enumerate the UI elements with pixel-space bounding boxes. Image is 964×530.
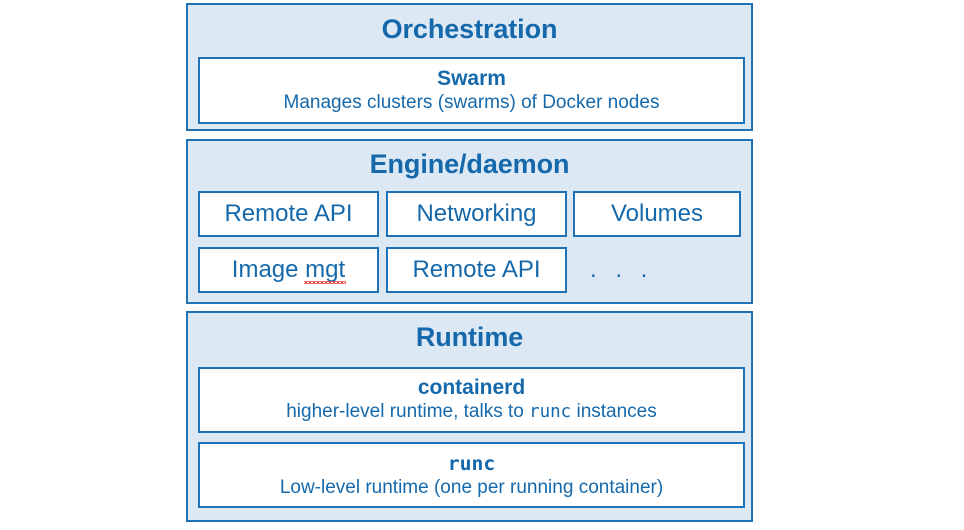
panel-title-runtime: Runtime — [415, 322, 524, 352]
tile-remote-api-top-label: Remote API — [224, 200, 353, 227]
tile-ellipsis: . . . — [590, 256, 654, 283]
docker-architecture-diagram: Orchestration Swarm Manages clusters (sw… — [186, 0, 753, 530]
panel-runtime: Runtime containerd higher-level runtime,… — [186, 311, 753, 522]
tile-volumes: Volumes — [573, 191, 741, 237]
box-swarm-description: Manages clusters (swarms) of Docker node… — [283, 92, 660, 113]
tile-image-mgt: Image mgt — [198, 247, 379, 293]
box-runc-title-literal: runc — [447, 451, 496, 475]
box-containerd-description-after: instances — [571, 401, 657, 422]
tile-remote-api-bottom: Remote API — [386, 247, 567, 293]
tile-image-mgt-label: Image mgt — [231, 256, 347, 284]
panel-engine-daemon: Engine/daemon Remote API Networking Volu… — [186, 139, 753, 304]
panel-orchestration: Orchestration Swarm Manages clusters (sw… — [186, 3, 753, 131]
box-swarm: Swarm Manages clusters (swarms) of Docke… — [198, 57, 745, 124]
box-runc: runc Low-level runtime (one per running … — [198, 442, 745, 508]
box-containerd-description-before: higher-level runtime, talks to — [286, 401, 530, 422]
box-runc-title: runc — [448, 452, 496, 476]
tile-remote-api-bottom-label: Remote API — [412, 256, 541, 283]
tile-networking-label: Networking — [416, 200, 537, 227]
box-swarm-title: Swarm — [437, 67, 506, 90]
panel-title-engine-daemon: Engine/daemon — [369, 149, 570, 179]
box-containerd-description: higher-level runtime, talks to runc inst… — [286, 400, 657, 424]
tile-image-mgt-label-prefix: Image — [231, 256, 306, 283]
box-containerd: containerd higher-level runtime, talks t… — [198, 367, 745, 433]
box-containerd-description-runc-literal: runc — [529, 402, 572, 422]
tile-remote-api-top: Remote API — [198, 191, 379, 237]
box-runc-description: Low-level runtime (one per running conta… — [279, 476, 664, 498]
tile-networking: Networking — [386, 191, 567, 237]
panel-title-orchestration: Orchestration — [381, 14, 558, 44]
box-containerd-title: containerd — [417, 376, 526, 399]
tile-image-mgt-label-misspelled: mgt — [304, 256, 347, 284]
tile-volumes-label: Volumes — [610, 200, 704, 227]
